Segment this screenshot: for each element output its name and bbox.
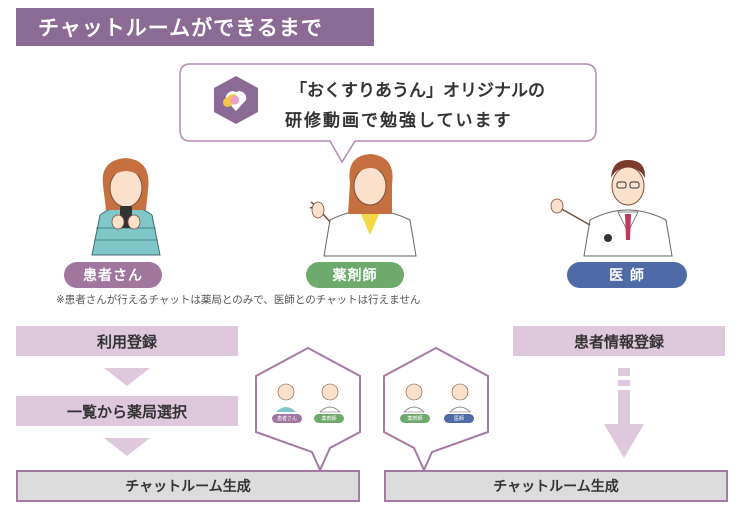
footnote: ※患者さんが行えるチャットは薬局とのみで、医師とのチャットは行えません [56, 294, 421, 306]
chat-hexagon-pharmacist-doctor [383, 346, 489, 473]
bubble-text-line1: 「おくすりあうん」オリジナルの [290, 81, 545, 101]
patient-illustration [91, 158, 161, 256]
app-logo-icon [214, 76, 258, 124]
chat-hexagon-patient-pharmacist [255, 346, 361, 473]
arrow-down-2 [104, 438, 150, 456]
speech-bubble [179, 63, 597, 164]
role-badge-doctor: 医 師 [567, 262, 687, 288]
doctor-illustration [550, 160, 673, 257]
role-badge-pharmacist: 薬剤師 [306, 262, 404, 288]
arrow-down-right [604, 368, 644, 458]
mini-badge-doctor: 医師 [444, 414, 474, 423]
mini-badge-pharmacist: 薬剤師 [314, 414, 344, 423]
mini-badge-patient: 患者さん [272, 414, 302, 423]
result-chatroom-left: チャットルーム生成 [16, 470, 360, 502]
pharmacist-illustration [309, 154, 417, 257]
result-chatroom-right: チャットルーム生成 [384, 470, 728, 502]
step-user-registration: 利用登録 [16, 326, 238, 356]
bubble-text-line2: 研修動画で勉強しています [285, 111, 513, 131]
mini-badge-pharmacist-2: 薬剤師 [400, 414, 430, 423]
arrow-down-1 [104, 368, 150, 386]
step-patient-info-registration: 患者情報登録 [513, 326, 725, 356]
page-title: チャットルームができるまで [16, 8, 374, 46]
role-badge-patient: 患者さん [64, 262, 162, 288]
step-select-pharmacy: 一覧から薬局選択 [16, 396, 238, 426]
